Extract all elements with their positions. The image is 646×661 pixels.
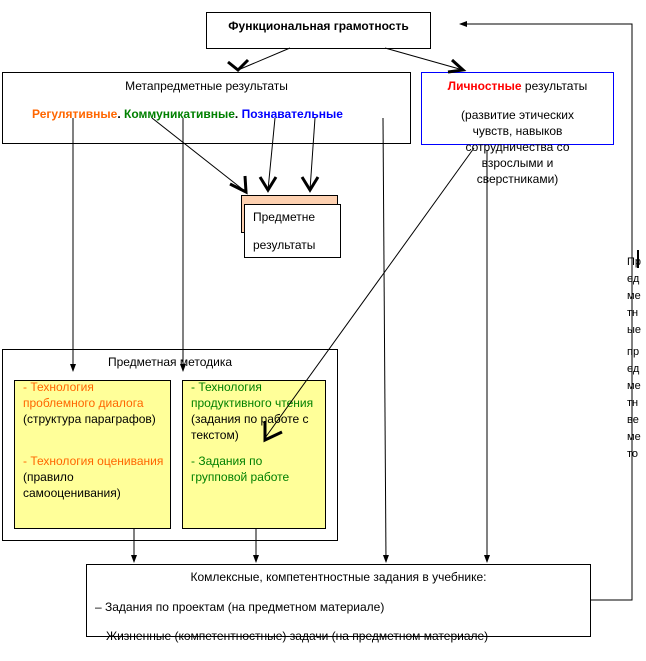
separator: . [117, 107, 121, 121]
metasubject-box: Метапредметные результаты Регулятивные. … [2, 72, 411, 144]
arrowhead [227, 58, 250, 73]
side-fragment: пр [627, 346, 640, 358]
tasks-title: Комлексные, компетентностные задания в у… [190, 570, 487, 584]
personal-description: (развитие этических чувств, навыков сотр… [461, 108, 574, 186]
communicative-label: Коммуникативные [124, 107, 235, 121]
arrow-regulative-to-subject [151, 117, 247, 193]
side-fragment: тн [627, 397, 639, 409]
left-item-1-colored: - Технология проблемного диалога [23, 380, 144, 410]
side-fragment: ме [627, 290, 641, 302]
arrowhead [263, 421, 283, 443]
arrow-to-personal [384, 47, 464, 71]
side-fragment: ве [627, 414, 639, 426]
methodology-right-box: - Технология продуктивного чтения (задан… [182, 380, 326, 529]
arrowhead [447, 58, 467, 74]
regulative-label: Регулятивные [32, 107, 118, 121]
right-item-1: - Технология продуктивного чтения (задан… [191, 379, 321, 443]
right-item-1-rest: (задания по работе с текстом) [191, 412, 309, 442]
arrowhead [258, 176, 278, 193]
arrow-personal-to-reading [264, 147, 475, 439]
side-fragment: ед [627, 273, 640, 285]
feedback-arrow [459, 21, 633, 601]
separator: . [234, 107, 239, 121]
functional-literacy-box: Функциональная грамотность [206, 12, 431, 49]
side-fragment: ед [627, 363, 640, 375]
functional-literacy-title: Функциональная грамотность [228, 19, 409, 33]
tasks-box: Комлексные, компетентностные задания в у… [86, 564, 591, 637]
side-fragment: тн [627, 307, 639, 319]
left-item-1-rest: (структура параграфов) [23, 412, 156, 426]
side-text-2: пр ед ме тн ве ме то [627, 344, 641, 463]
left-item-2: - Технология оценивания (правило самооце… [23, 453, 166, 501]
left-item-2-rest: (правило самооценивания) [23, 470, 121, 500]
methodology-title: Предметная методика [107, 355, 233, 369]
side-fragment: то [627, 448, 639, 460]
arrowhead [300, 176, 320, 193]
subject-results-line2: результаты [253, 238, 316, 252]
personal-title-rest: результаты [521, 79, 588, 93]
arrowhead [229, 175, 248, 195]
left-item-1: - Технология проблемного диалога (структ… [23, 379, 166, 427]
arrow-cognitive2-to-subject [309, 117, 316, 191]
cognitive-label: Познавательные [241, 107, 343, 121]
arrow-to-metasubject [237, 47, 291, 71]
subject-results-line1: Предметне [253, 210, 316, 224]
side-fragment: ме [627, 380, 641, 392]
metasubject-title: Метапредметные результаты [125, 79, 288, 93]
personal-title: Личностные результаты [422, 79, 613, 93]
left-item-2-colored: - Технология оценивания [23, 454, 164, 468]
metasubject-types: Регулятивные. Коммуникативные. Познавате… [32, 107, 343, 121]
personal-results-box: Личностные результаты (развитие этически… [421, 72, 614, 186]
side-fragment: ые [627, 324, 642, 336]
subject-results-box: Предметне результаты [244, 204, 341, 258]
side-fragment: ме [627, 431, 641, 443]
right-item-2: - Задания по групповой работе [191, 454, 290, 484]
right-item-1-colored: - Технология продуктивного чтения [191, 380, 314, 410]
arrow-meta-to-tasks [382, 117, 389, 563]
methodology-left-box: - Технология проблемного диалога (структ… [14, 380, 171, 529]
arrow-cognitive1-to-subject [267, 117, 276, 191]
personal-title-colored: Личностные [447, 79, 522, 93]
tasks-item-1: – Задания по проектам (на предметном мат… [95, 600, 385, 614]
tasks-item-2: Жизненные (компетентностные) задачи (на … [106, 629, 489, 643]
